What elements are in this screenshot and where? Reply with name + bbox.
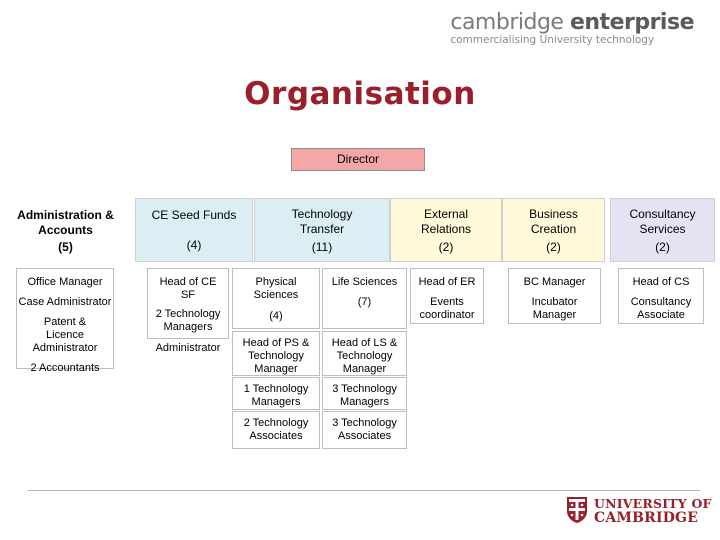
staff-item: Events coordinator — [419, 296, 475, 321]
dept-administration-accounts: Administration & Accounts (5) — [5, 198, 126, 262]
dept-count: (4) — [186, 238, 202, 252]
ps-head-box: Head of PS & Technology Manager — [232, 331, 320, 376]
university-line2: CAMBRIDGE — [594, 510, 699, 526]
staff-item: Office Manager — [27, 276, 103, 288]
seed-funds-staff-column: Head of CE SF 2 Technology Managers Admi… — [147, 268, 229, 354]
staff-item: Head of CS — [632, 276, 690, 288]
page-title: Organisation — [0, 76, 720, 112]
dept-count: (11) — [311, 240, 333, 254]
staff-item: 2 Technology Associates — [243, 417, 309, 442]
university-line1: UNIVERSITY OF — [594, 496, 712, 511]
dept-external-relations: External Relations (2) — [390, 198, 502, 262]
dept-count: (2) — [655, 240, 670, 254]
staff-item: Case Administrator — [18, 296, 112, 308]
director-box: Director — [291, 148, 425, 171]
ps-managers-box: 1 Technology Managers — [232, 377, 320, 410]
dept-business-creation: Business Creation (2) — [502, 198, 605, 262]
staff-item: Consultancy Associate — [630, 296, 692, 321]
dept-name: External Relations — [420, 207, 472, 236]
staff-item: Incubator Manager — [531, 296, 578, 321]
staff-item: Patent & Licence Administrator — [32, 316, 98, 354]
dept-consultancy-services: Consultancy Services (2) — [610, 198, 715, 262]
staff-item: 3 Technology Associates — [332, 417, 397, 442]
staff-item: Head of CE SF — [159, 276, 217, 301]
staff-item: Administrator — [155, 342, 221, 354]
staff-item: BC Manager — [523, 276, 586, 288]
ps-associates-box: 2 Technology Associates — [232, 411, 320, 449]
staff-item: Head of PS & Technology Manager — [242, 337, 310, 375]
university-crest-icon — [567, 497, 587, 523]
staff-item: 2 Accountants — [30, 362, 100, 374]
dept-name: Technology Transfer — [291, 207, 353, 236]
dept-count: (2) — [438, 240, 454, 254]
consultancy-column: Head of CS Consultancy Associate — [618, 268, 704, 324]
physical-sciences-column: Physical Sciences (4) — [232, 268, 320, 329]
brand-name-part2: enterprise — [569, 10, 695, 35]
dept-name: Business Creation — [529, 207, 578, 236]
page-title-text: Organisation — [244, 76, 476, 112]
cambridge-enterprise-logo: cambridge enterprise commercialising Uni… — [450, 10, 694, 46]
life-sciences-count: (7) — [357, 296, 372, 308]
brand-tagline: commercialising University technology — [450, 34, 655, 46]
dept-name: Consultancy Services — [629, 207, 696, 236]
dept-name: CE Seed Funds — [151, 208, 237, 222]
brand-name: cambridge enterprise — [450, 10, 694, 35]
staff-item: Head of ER — [418, 276, 476, 288]
footer-divider — [28, 490, 700, 491]
admin-staff-column: Office Manager Case Administrator Patent… — [16, 268, 114, 374]
university-wordmark: UNIVERSITY OF CAMBRIDGE — [594, 496, 712, 526]
physical-sciences-count: (4) — [269, 310, 283, 322]
staff-item: 2 Technology Managers — [155, 308, 221, 333]
ls-head-box: Head of LS & Technology Manager — [322, 331, 407, 376]
dept-count: (5) — [58, 240, 73, 254]
dept-ce-seed-funds: CE Seed Funds (4) — [135, 198, 253, 262]
ls-managers-box: 3 Technology Managers — [322, 377, 407, 410]
ls-associates-box: 3 Technology Associates — [322, 411, 407, 449]
life-sciences-label: Life Sciences — [331, 276, 398, 288]
dept-count: (2) — [546, 240, 561, 254]
brand-name-part1: cambridge — [450, 10, 564, 35]
dept-name: Administration & Accounts — [17, 208, 114, 237]
life-sciences-column: Life Sciences (7) — [322, 268, 407, 329]
business-creation-column: BC Manager Incubator Manager — [508, 268, 601, 324]
staff-item: Head of LS & Technology Manager — [331, 337, 398, 375]
physical-sciences-label: Physical Sciences — [253, 276, 299, 301]
staff-item: 1 Technology Managers — [243, 383, 309, 408]
external-relations-column: Head of ER Events coordinator — [410, 268, 484, 324]
dept-technology-transfer: Technology Transfer (11) — [254, 198, 390, 262]
staff-item: 3 Technology Managers — [332, 383, 397, 408]
